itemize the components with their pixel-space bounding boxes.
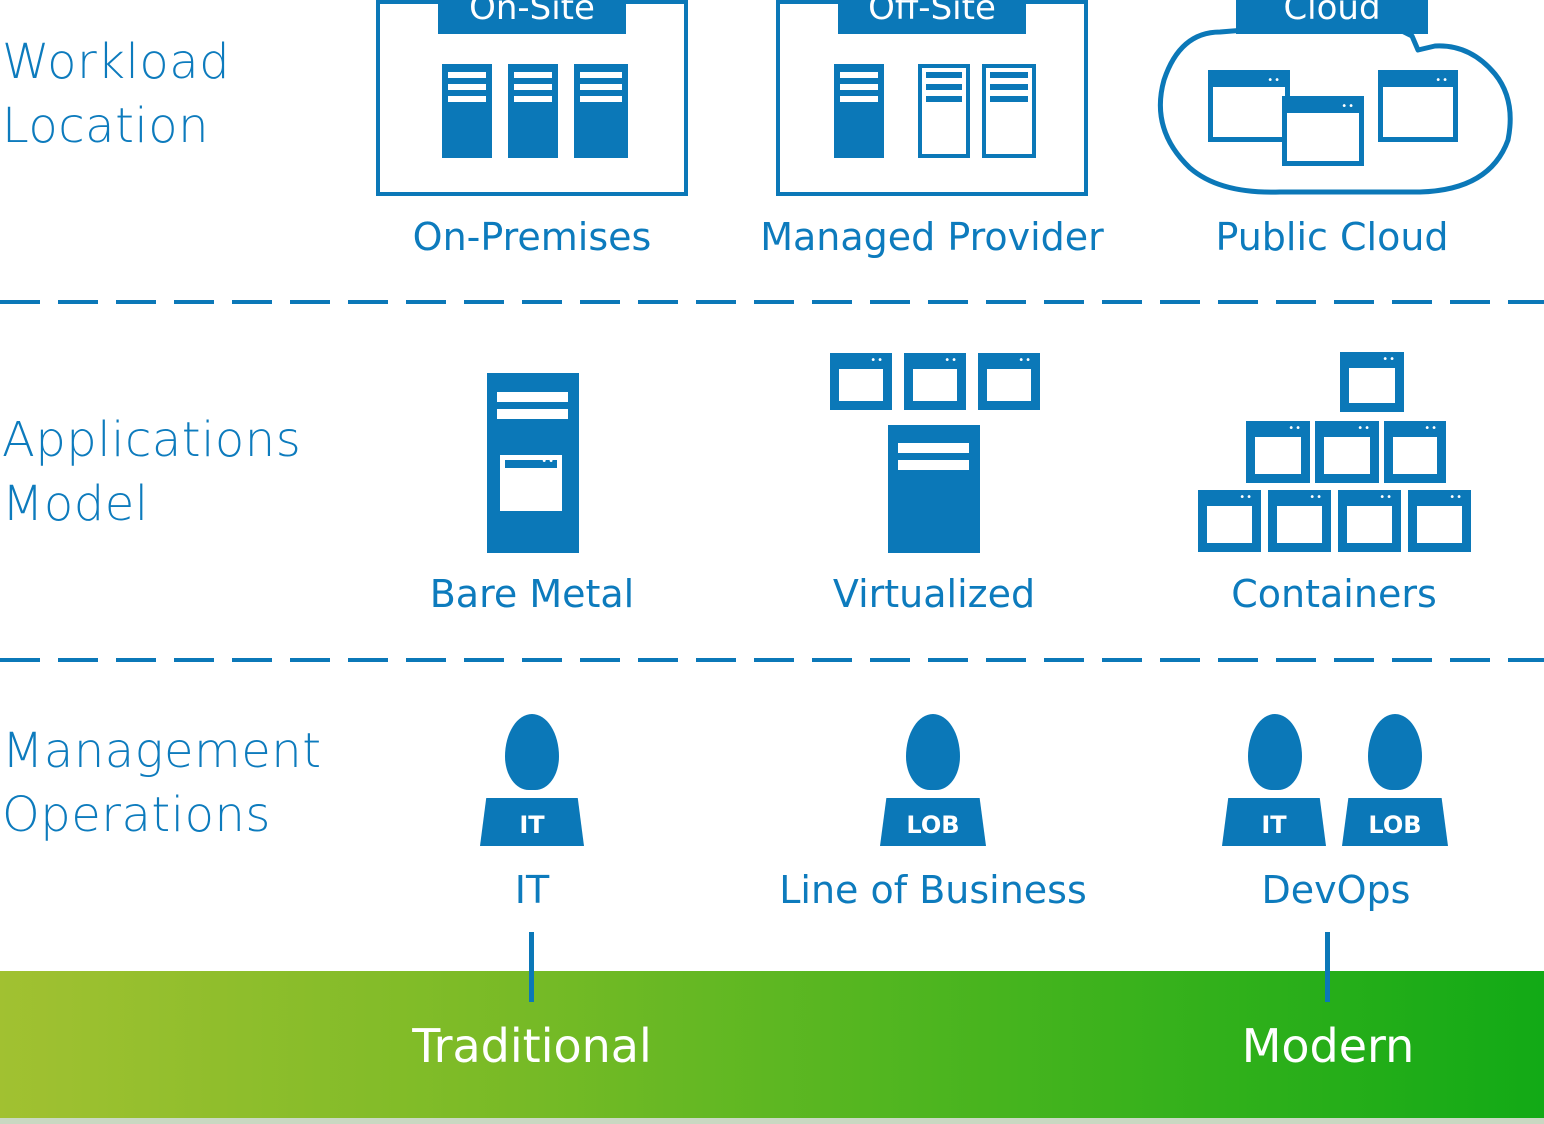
modern-label: Modern [1241, 1019, 1415, 1073]
management-operations-label: Management Operations [2, 723, 322, 843]
public-cloud-caption: Public Cloud [1215, 215, 1449, 259]
it-caption: IT [514, 868, 550, 912]
it-badge: IT [480, 798, 584, 846]
traditional-label: Traditional [412, 1019, 652, 1073]
devops-caption: DevOps [1261, 868, 1411, 912]
traditional-tick [529, 932, 534, 1002]
divider-1 [0, 300, 1544, 304]
on-premises-caption: On-Premises [412, 215, 652, 259]
on-site-tag: On-Site [438, 0, 626, 34]
off-site-tag: Off-Site [838, 0, 1026, 34]
devops-lob-badge: LOB [1342, 798, 1448, 846]
cloud-tag: Cloud [1236, 0, 1428, 34]
applications-model-label: Applications Model [2, 412, 302, 532]
line-of-business-caption: Line of Business [779, 868, 1087, 912]
bottom-strip [0, 1118, 1544, 1124]
virtualized-caption: Virtualized [832, 572, 1036, 616]
lob-badge: LOB [880, 798, 986, 846]
bare-metal-caption: Bare Metal [429, 572, 635, 616]
devops-it-badge: IT [1222, 798, 1326, 846]
traditional-modern-scale [0, 971, 1544, 1124]
divider-2 [0, 658, 1544, 662]
managed-provider-caption: Managed Provider [760, 215, 1104, 259]
containers-caption: Containers [1231, 572, 1437, 616]
modern-tick [1325, 932, 1330, 1002]
workload-location-label: Workload Location [2, 34, 231, 154]
